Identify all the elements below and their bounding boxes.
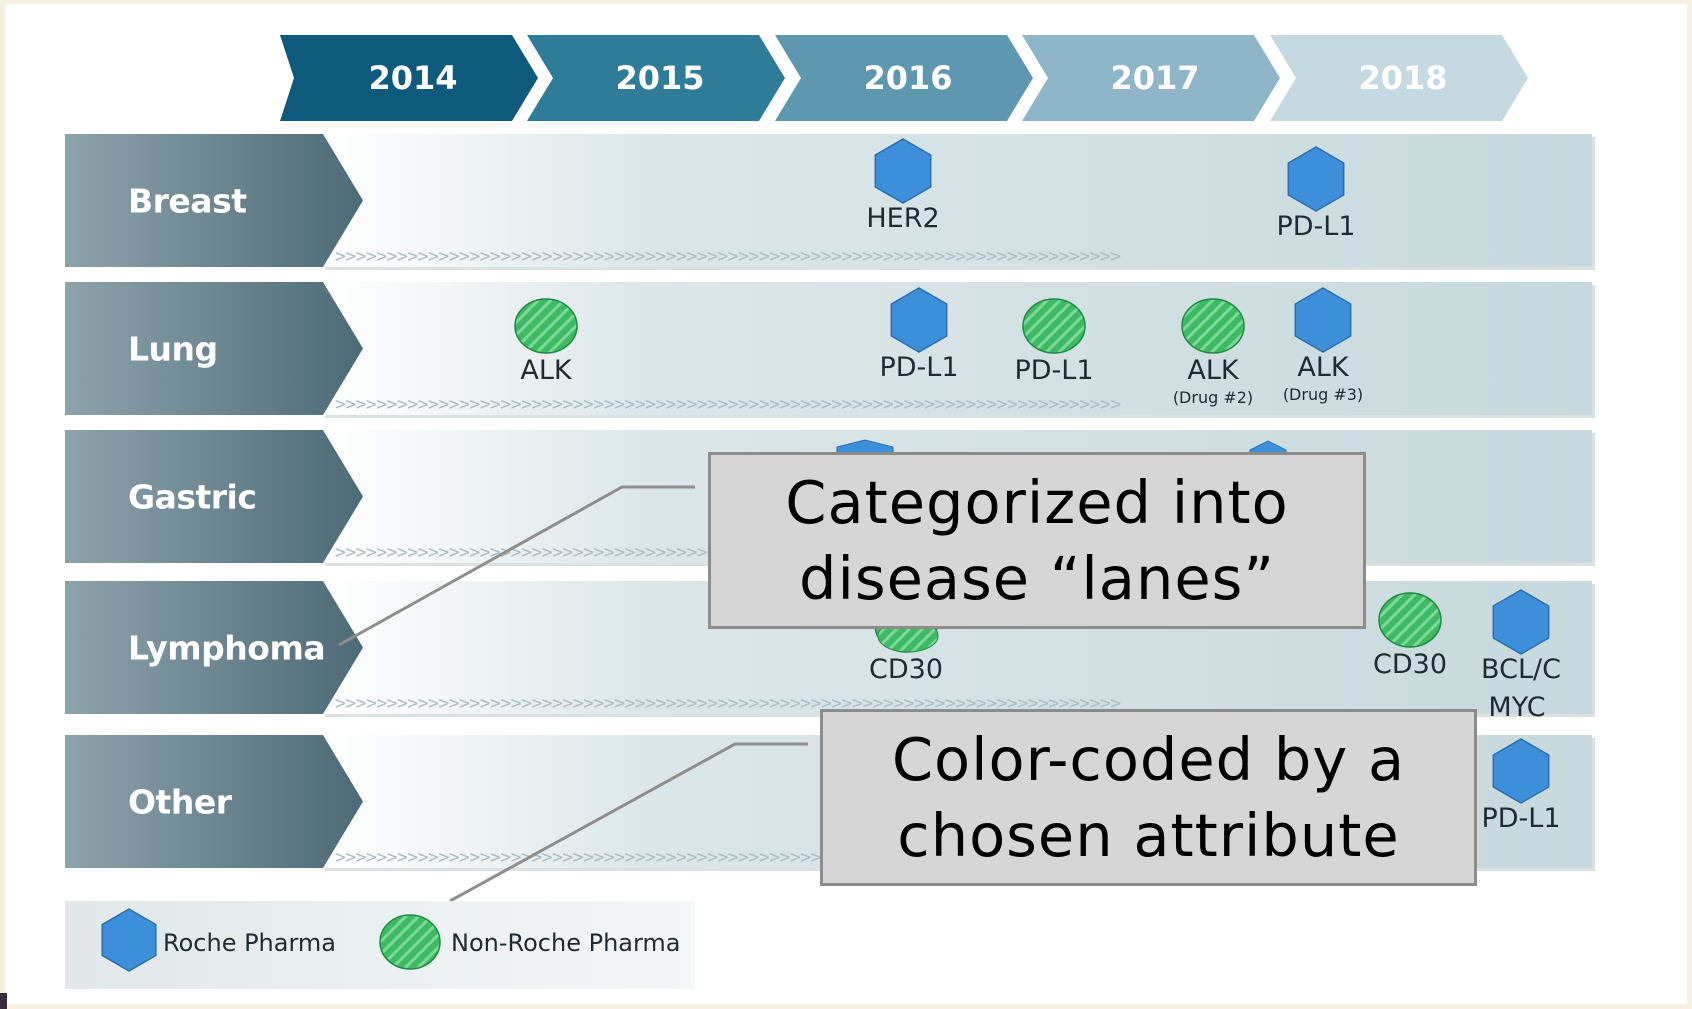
circle-icon xyxy=(1378,592,1442,648)
year-chevron xyxy=(1022,35,1280,121)
callout-color-line-2: chosen attribute xyxy=(897,800,1400,870)
year-chevron xyxy=(527,35,785,121)
marker-sublabel: MYC xyxy=(1488,692,1545,723)
roche-marker: HER2 xyxy=(866,138,940,234)
marker-label: CD30 xyxy=(1373,649,1447,680)
roche-marker: BCL/C MYC xyxy=(1481,589,1561,723)
marker-label: PD-L1 xyxy=(1276,211,1355,242)
lane-breast: >>>>>>>>>>>>>>>>>>>>>>>>>>>>>>>>>>>>>>>>… xyxy=(65,134,1595,270)
lane-label: Gastric xyxy=(128,478,256,517)
year-chevron xyxy=(775,35,1033,121)
marker-label: BCL/C xyxy=(1481,654,1561,685)
marker-label: PD-L1 xyxy=(879,352,958,383)
marker-sublabel: (Drug #2) xyxy=(1173,388,1253,407)
marker-label: PD-L1 xyxy=(1481,803,1560,834)
non-roche-marker: ALK (Drug #2) xyxy=(1173,298,1253,407)
marker-label: ALK xyxy=(1297,352,1350,383)
legend-label: Roche Pharma xyxy=(163,929,336,957)
callout-lanes-line-1: Categorized into xyxy=(785,467,1289,537)
callout-color-line-1: Color-coded by a xyxy=(891,724,1406,794)
lane-header xyxy=(65,581,363,714)
marker-label: PD-L1 xyxy=(1014,355,1093,386)
callout-lanes-line-2: disease “lanes” xyxy=(799,543,1275,613)
lane-label: Other xyxy=(128,783,233,822)
circle-icon xyxy=(514,298,578,354)
marker-label: ALK xyxy=(1187,355,1240,386)
circle-icon xyxy=(1181,298,1245,354)
year-label: 2015 xyxy=(615,59,704,97)
year-banner: 2014 2015 2016 2017 2018 xyxy=(280,35,1528,121)
hexagon-icon xyxy=(1492,589,1550,655)
hexagon-icon xyxy=(874,138,932,204)
year-label: 2014 xyxy=(368,59,457,97)
callout-lanes: Categorized into disease “lanes” xyxy=(708,452,1366,629)
lane-band xyxy=(325,134,1592,267)
lane-track-arrows: >>>>>>>>>>>>>>>>>>>>>>>>>>>>>>>>>>>>>>>>… xyxy=(335,246,1121,267)
roche-marker: PD-L1 xyxy=(1276,146,1356,242)
year-label: 2018 xyxy=(1358,59,1447,97)
lane-header xyxy=(65,735,363,868)
hexagon-icon xyxy=(1492,738,1550,804)
non-roche-marker: PD-L1 xyxy=(1014,298,1094,386)
lane-header xyxy=(65,430,363,563)
non-roche-legend-icon xyxy=(379,914,441,970)
lane-lung: >>>>>>>>>>>>>>>>>>>>>>>>>>>>>>>>>>>>>>>>… xyxy=(65,282,1595,418)
lane-track-arrows: >>>>>>>>>>>>>>>>>>>>>>>>>>>>>>>>>>>>>>>>… xyxy=(335,394,1121,415)
lane-header xyxy=(65,134,363,267)
marker-label: CD30 xyxy=(869,654,943,685)
callout-lanes-pointer xyxy=(338,485,695,647)
marker-label: HER2 xyxy=(866,203,939,234)
year-chevron xyxy=(1270,35,1528,121)
year-label: 2016 xyxy=(863,59,952,97)
marker-sublabel: (Drug #3) xyxy=(1283,385,1363,404)
marker-label: ALK xyxy=(520,355,573,386)
legend: Roche Pharma Non-Roche Pharma xyxy=(65,901,695,989)
roche-legend-icon xyxy=(101,908,157,972)
year-label: 2017 xyxy=(1110,59,1199,97)
roche-marker: PD-L1 xyxy=(879,287,959,383)
roche-marker: ALK (Drug #3) xyxy=(1283,287,1363,404)
hexagon-icon xyxy=(1287,146,1345,212)
legend-label: Non-Roche Pharma xyxy=(451,929,681,957)
corner-mark xyxy=(0,993,7,1009)
lane-header xyxy=(65,282,363,415)
lane-label: Lung xyxy=(128,330,218,369)
lane-label: Lymphoma xyxy=(128,629,325,668)
circle-icon xyxy=(1022,298,1086,354)
callout-color-coding: Color-coded by a chosen attribute xyxy=(820,709,1477,886)
lane-track-arrows: >>>>>>>>>>>>>>>>>>>>>>>>>>>>>>>>>>>>>>>>… xyxy=(335,693,1121,714)
non-roche-marker: ALK xyxy=(514,298,578,386)
year-chevron xyxy=(280,35,538,121)
hexagon-icon xyxy=(1294,287,1352,353)
hexagon-icon xyxy=(890,287,948,353)
non-roche-marker: CD30 xyxy=(1373,592,1447,680)
callout-color-pointer xyxy=(449,742,808,903)
lane-label: Breast xyxy=(128,182,247,221)
roche-marker: PD-L1 xyxy=(1481,738,1561,834)
